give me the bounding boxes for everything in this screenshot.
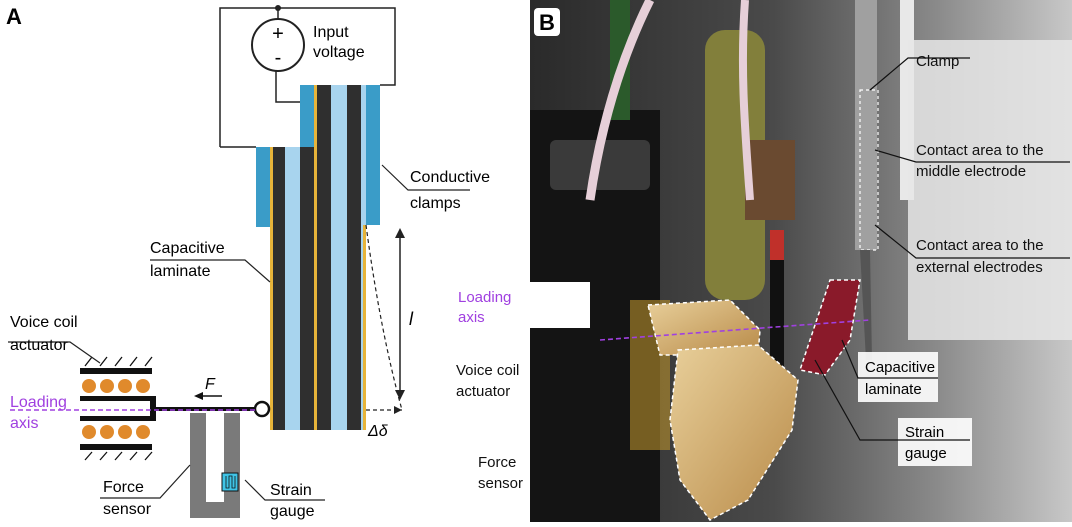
panel-b-letter: B (539, 10, 555, 35)
force-sensor-photo (669, 344, 799, 521)
voice-coil-label-b: Voice coil actuator (456, 360, 520, 402)
capacitive-laminate-photo-label-1: Capacitive (865, 359, 935, 376)
loading-axis-label-2: axis (10, 415, 38, 432)
contact-external-label-2: external electrodes (916, 259, 1043, 276)
panel-a-schematic: A + - Input voltage Δδ l Con (0, 0, 520, 522)
schematic-diagram: A + - Input voltage Δδ l Con (6, 4, 490, 520)
length-label: l (409, 309, 414, 329)
deflection-label: Δδ (367, 423, 389, 440)
conductive-clamps-label-1: Conductive (410, 169, 490, 186)
clamp-part (855, 0, 877, 250)
strain-gauge-label-2: gauge (270, 503, 315, 520)
force-sensor-label-2: sensor (103, 501, 152, 518)
panel-a-letter: A (6, 4, 22, 29)
gauge-leader (244, 479, 325, 501)
laminate-leader (150, 259, 271, 283)
sensor-leader (100, 464, 191, 499)
clamp-label: Clamp (916, 53, 959, 70)
capacitive-laminate-label-2: laminate (150, 263, 211, 280)
panel-b-left-labels: Loading axis Voice coil actuator (454, 282, 528, 406)
strain-gauge-label-1: Strain (270, 482, 312, 499)
clamps-leader (381, 164, 470, 191)
capacitive-laminate-label-1: Capacitive (150, 240, 225, 257)
actuator-leader (8, 341, 101, 364)
force-sensor-label-b: Force sensor (476, 452, 526, 494)
force-sensor-shape (190, 413, 240, 518)
experimental-setup-photo: B Clamp Contact area to the middle elect… (530, 0, 1072, 522)
input-voltage-label-1: Input (313, 24, 349, 41)
capacitive-laminate (270, 85, 366, 430)
conductive-clamps (256, 85, 380, 227)
conductive-clamps-label-2: clamps (410, 195, 461, 212)
plus-sign: + (272, 23, 284, 45)
force-label: F (205, 376, 216, 393)
laminate-sample (860, 250, 872, 360)
capacitive-laminate-photo-label-2: laminate (865, 381, 922, 398)
cable-bundle (705, 30, 765, 300)
deflection-curve (365, 224, 403, 411)
loading-axis-photo (599, 319, 871, 341)
voice-coil-actuator (80, 356, 156, 461)
minus-sign: - (275, 47, 282, 69)
contact-external-label-1: Contact area to the (916, 237, 1044, 254)
contact-middle-label-2: middle electrode (916, 163, 1026, 180)
rod-tip (253, 400, 271, 418)
voice-coil-label-2: actuator (10, 337, 68, 354)
wire-junction (275, 5, 281, 11)
voltage-source-symbol (251, 18, 305, 72)
panel-b-photo: B Clamp Contact area to the middle elect… (530, 0, 1072, 522)
loading-axis-label-b: Loading axis (458, 289, 512, 326)
strain-gauge-photo (799, 279, 861, 376)
strain-gauge-photo-label-1: Strain (905, 424, 944, 441)
force-sensor-label-1: Force (103, 479, 144, 496)
contact-middle-label-1: Contact area to the (916, 142, 1044, 159)
strain-gauge-photo-label-2: gauge (905, 445, 947, 462)
voice-coil-label-1: Voice coil (10, 314, 78, 331)
connector-piece (647, 299, 761, 356)
loading-axis-label-1: Loading (10, 394, 67, 411)
input-voltage-label-2: voltage (313, 44, 365, 61)
